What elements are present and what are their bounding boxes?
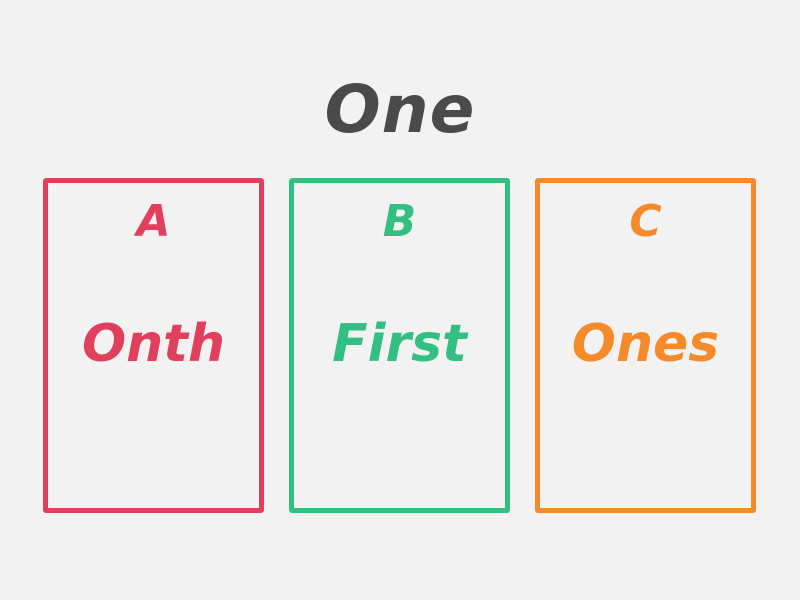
option-letter-c: C	[629, 196, 662, 247]
option-answer-c: Ones	[571, 314, 720, 374]
answer-card-c[interactable]: C Ones	[535, 178, 756, 513]
answer-card-b[interactable]: B First	[289, 178, 510, 513]
option-letter-b: B	[382, 196, 417, 247]
option-answer-a: Onth	[81, 314, 226, 374]
question-title: One	[324, 71, 476, 148]
option-answer-b: First	[332, 314, 467, 374]
option-letter-a: A	[136, 196, 171, 247]
answer-card-a[interactable]: A Onth	[43, 178, 264, 513]
